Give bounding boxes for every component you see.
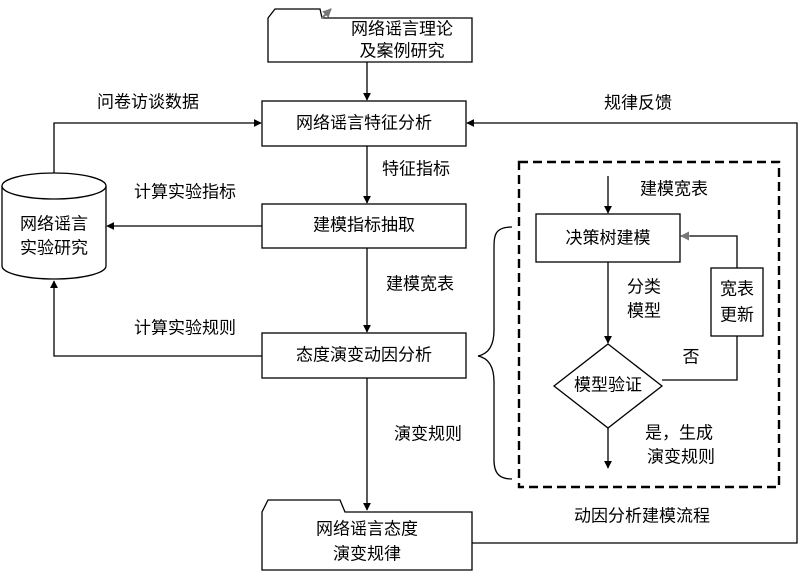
- model-validation-decision: 模型验证: [552, 343, 664, 429]
- result-node-line1: 网络谣言态度: [316, 520, 418, 540]
- feature-analysis-label: 网络谣言特征分析: [296, 114, 432, 134]
- wide-table-update-node: 宽表 更新: [710, 267, 764, 337]
- calc-index-label: 计算实验指标: [134, 183, 236, 203]
- attitude-analysis-label: 态度演变动因分析: [296, 346, 432, 366]
- calc-rules-label: 计算实验规则: [134, 319, 236, 339]
- theory-document-node: 网络谣言理论 及案例研究: [267, 8, 473, 63]
- index-extraction-label: 建模指标抽取: [313, 216, 415, 236]
- decision-tree-label: 决策树建模: [566, 229, 651, 249]
- theory-node-line2: 及案例研究: [360, 42, 445, 62]
- yes-branch-label-line1: 是，生成: [645, 424, 713, 444]
- wide-table-update-line2: 更新: [720, 306, 754, 326]
- feature-index-label: 特征指标: [382, 160, 450, 180]
- wide-table-label: 建模宽表: [386, 275, 454, 295]
- subprocess-title: 动因分析建模流程: [574, 507, 710, 527]
- questionnaire-label: 问卷访谈数据: [97, 93, 199, 113]
- wide-table-update-line1: 宽表: [720, 280, 754, 300]
- result-document-node: 网络谣言态度 演变规律: [261, 499, 473, 571]
- subprocess-frame: [517, 160, 781, 489]
- classification-label-line2: 模型: [627, 302, 661, 322]
- rule-feedback-label: 规律反馈: [604, 94, 672, 114]
- curly-brace: [477, 226, 513, 480]
- decision-tree-node: 决策树建模: [535, 213, 681, 263]
- no-branch-label: 否: [683, 348, 700, 368]
- connector-lines: [50, 62, 798, 544]
- feature-analysis-node: 网络谣言特征分析: [261, 100, 467, 147]
- experiment-node-line2: 实验研究: [20, 239, 88, 259]
- index-extraction-node: 建模指标抽取: [261, 203, 467, 249]
- classification-label-line1: 分类: [627, 278, 661, 298]
- theory-node-line1: 网络谣言理论: [351, 20, 453, 40]
- yes-branch-label-line2: 演变规则: [647, 448, 715, 468]
- inner-wide-table-label: 建模宽表: [640, 180, 708, 200]
- attitude-analysis-node: 态度演变动因分析: [261, 332, 467, 379]
- subprocess-connectors: [604, 176, 738, 469]
- evolution-rules-label: 演变规则: [394, 425, 462, 445]
- experiment-node-line1: 网络谣言: [20, 215, 88, 235]
- experiment-database-node: 网络谣言 实验研究: [1, 172, 107, 280]
- result-node-line2: 演变规律: [333, 545, 401, 565]
- model-validation-label: 模型验证: [574, 376, 642, 396]
